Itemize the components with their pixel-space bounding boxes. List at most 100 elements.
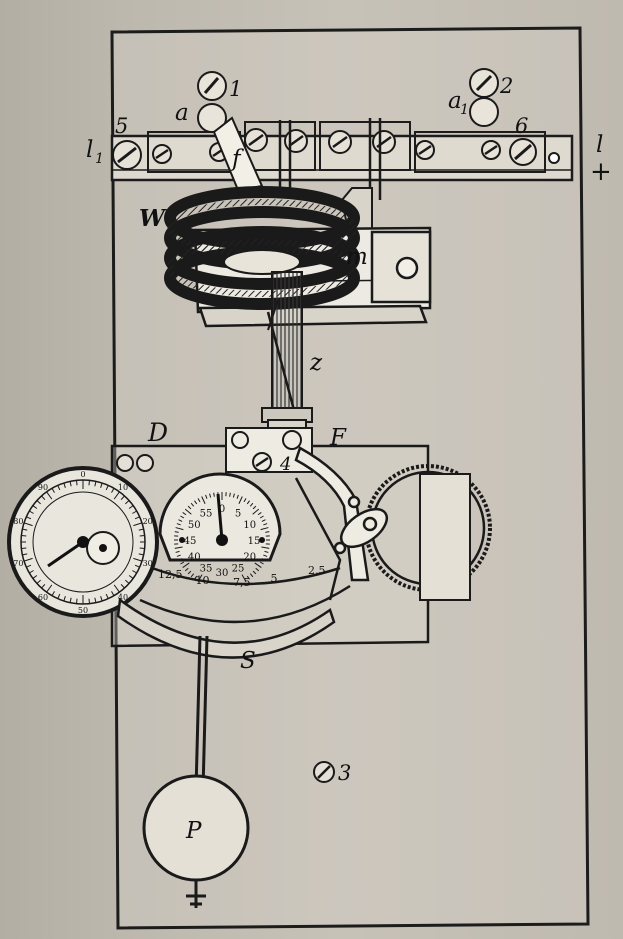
- left-dial-tick: [23, 557, 33, 562]
- coil-W: [164, 186, 360, 310]
- left-dial-tick: [51, 591, 55, 596]
- label-l1-subscript: 1: [95, 151, 104, 167]
- center-dial-tick: [176, 554, 181, 557]
- center-dial-label: 0: [219, 504, 225, 515]
- center-dial-tick: [246, 575, 250, 580]
- center-dial-tick: [236, 494, 239, 499]
- label-ball-1: 1: [229, 77, 242, 101]
- label-plus: +: [590, 157, 612, 187]
- center-dial-tick: [261, 519, 266, 522]
- outer-arc-label: 10: [196, 574, 210, 587]
- label-4: 4: [279, 454, 291, 475]
- center-dial-needle: [216, 493, 224, 541]
- label-f: f: [230, 146, 244, 172]
- center-dial-tick: [232, 493, 235, 498]
- center-dial-tick: [201, 496, 206, 504]
- terminal-block-right: [414, 131, 546, 173]
- label-W: W: [139, 205, 167, 232]
- left-dial-tick: [57, 485, 61, 491]
- left-dial-tick: [132, 510, 137, 514]
- left-dial-tick: [29, 570, 34, 574]
- left-dial-label: 20: [143, 517, 153, 526]
- left-dial-tick: [26, 516, 32, 520]
- left-dial-tick: [133, 522, 143, 527]
- left-dial-ticks: [21, 480, 145, 604]
- center-dial-tick: [265, 531, 270, 533]
- left-dial-tick: [132, 570, 137, 574]
- left-dial-tick: [133, 557, 143, 562]
- left-hub: [77, 536, 89, 548]
- left-dial-tick: [69, 481, 72, 487]
- left-dial-needle: [47, 540, 84, 568]
- adjuster-screw: [395, 256, 419, 280]
- left-dial-tick: [128, 505, 134, 509]
- center-dial-tick: [254, 562, 262, 568]
- left-dial-tick: [21, 535, 27, 537]
- center-dial-tick: [243, 498, 247, 503]
- left-dial-tick: [125, 500, 130, 505]
- left-dial-tick: [22, 553, 28, 556]
- center-dial-tick: [249, 502, 254, 507]
- center-dial-tick: [187, 505, 192, 510]
- left-dial-tick: [21, 547, 27, 549]
- center-dial-tick: [261, 558, 266, 561]
- center-dial-label: 20: [243, 552, 256, 563]
- center-dial-tick: [176, 523, 181, 526]
- left-dial-tick: [111, 591, 115, 596]
- center-dial-tick: [194, 500, 198, 505]
- left-dial-tick: [113, 584, 120, 593]
- center-dial-tick: [252, 570, 257, 575]
- left-dial-label: 90: [38, 483, 48, 492]
- terminal-post-l: [548, 152, 560, 164]
- left-dial-tick: [120, 584, 125, 589]
- label-a1: a: [448, 88, 462, 114]
- center-dial-tick: [175, 550, 180, 553]
- rod-z: [261, 271, 313, 449]
- center-dial-tick: [180, 515, 185, 519]
- center-dial-label: 10: [243, 520, 256, 531]
- center-hub: [216, 534, 228, 546]
- center-dial-tick: [180, 561, 185, 565]
- left-dial-label: 40: [118, 593, 128, 602]
- center-dial-tick: [238, 496, 243, 504]
- label-ball-3: 3: [338, 761, 351, 785]
- outer-arc-label: 5: [271, 572, 278, 585]
- base-plate: [198, 304, 428, 328]
- label-D: D: [147, 418, 168, 447]
- left-dial-tick: [120, 495, 125, 500]
- label-m: m: [346, 244, 368, 270]
- coil-core-opening: [223, 249, 301, 275]
- center-dial-tick: [252, 508, 260, 515]
- center-dial-tick: [190, 502, 195, 507]
- left-dial-tick: [138, 553, 144, 556]
- left-dial-tick: [46, 584, 53, 593]
- center-dial-label: 35: [200, 564, 213, 575]
- left-dial-label: 60: [38, 593, 48, 602]
- center-dial-label: 50: [188, 520, 201, 531]
- center-dial-label: 40: [188, 552, 201, 563]
- left-dial-tick: [100, 596, 103, 602]
- center-dial-tick: [187, 570, 192, 575]
- center-dial-tick: [249, 573, 254, 578]
- center-dial-tick: [255, 567, 260, 572]
- center-dial-tick: [184, 508, 192, 515]
- left-dial-tick: [125, 579, 130, 584]
- clamp-4: [225, 427, 313, 473]
- label-S: S: [240, 648, 256, 674]
- center-dial-tick: [178, 519, 183, 522]
- center-dial-label: 55: [200, 508, 213, 519]
- left-dial-tick: [139, 547, 145, 549]
- lever-arm-F: [294, 446, 389, 601]
- center-dial-tick: [197, 498, 201, 503]
- left-dial-tick: [111, 488, 115, 493]
- left-dial-label: 50: [78, 606, 88, 615]
- center-dial-tick: [174, 546, 183, 549]
- center-dial-tick: [259, 561, 264, 565]
- center-dial-tick: [213, 492, 215, 497]
- left-dial-tick: [41, 584, 46, 589]
- contacts: [197, 68, 499, 231]
